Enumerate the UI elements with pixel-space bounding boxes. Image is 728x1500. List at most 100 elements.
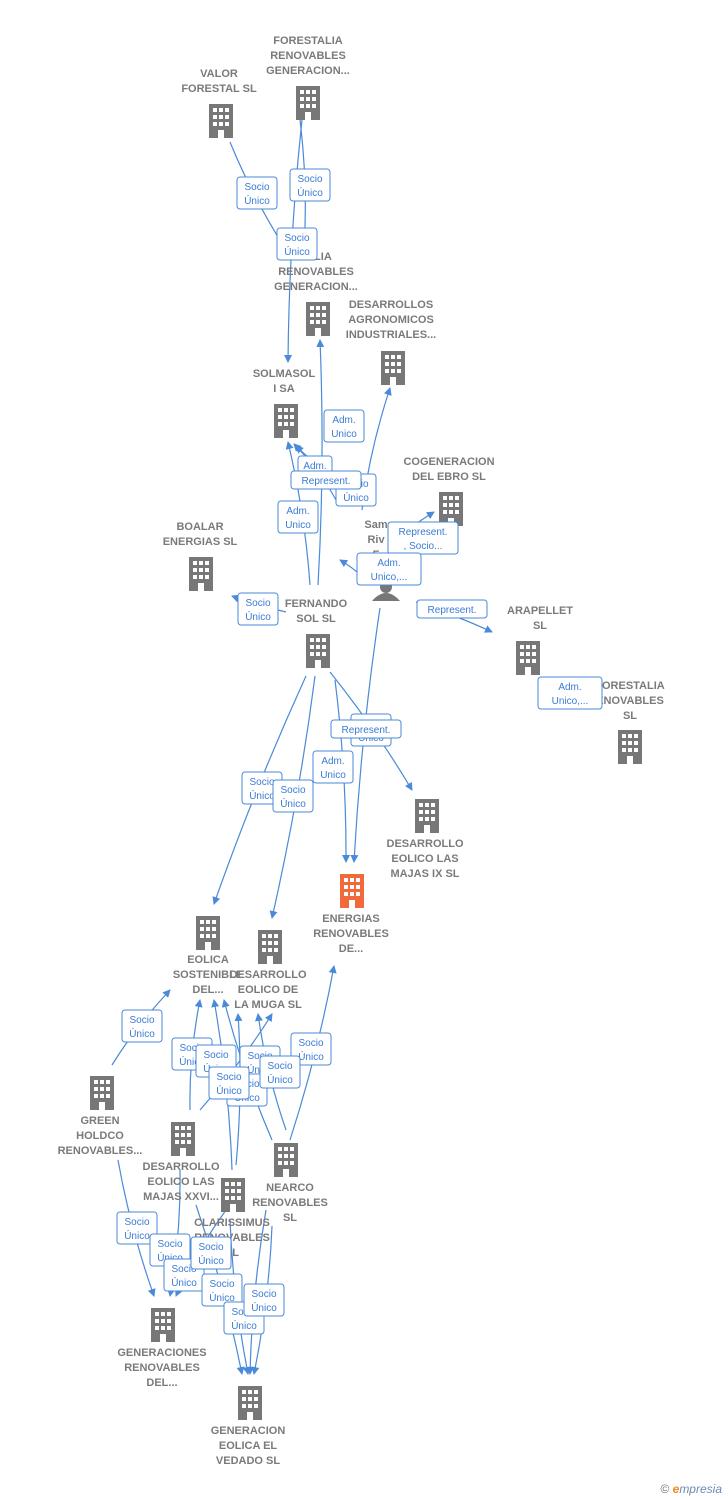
edge-label-box[interactable] <box>208 1066 250 1100</box>
brand-logo-name: mpresia <box>679 1482 722 1496</box>
edge-label-text: Único <box>343 491 369 504</box>
node-label: ENOVABLES <box>596 695 664 707</box>
building-icon <box>196 916 220 950</box>
edge-desarrollo_majas_xxvi-to-desarrollo_muga <box>199 1013 273 1111</box>
edge-label-box[interactable] <box>289 168 331 202</box>
edge-label-text: Único <box>267 1073 293 1086</box>
node-eolica_sostenible[interactable]: EOLICASOSTENIBLEDEL... <box>173 916 243 996</box>
edge-label-box[interactable] <box>323 409 365 443</box>
node-label: LA MUGA SL <box>234 999 302 1011</box>
edge-label-box[interactable] <box>190 1236 232 1270</box>
node-label: EOLICA <box>187 954 229 966</box>
edge-label-box[interactable] <box>237 592 279 626</box>
node-label: EOLICO LAS <box>391 853 458 865</box>
nodes-layer: FORESTALIARENOVABLESGENERACION...VALORFO… <box>58 35 665 1467</box>
node-label: DEL EBRO SL <box>412 471 486 483</box>
edge-label-box[interactable] <box>236 176 278 210</box>
node-label: NEARCO <box>266 1182 314 1194</box>
edge-label-box[interactable] <box>537 676 603 710</box>
edge-label-box[interactable] <box>121 1009 163 1043</box>
edge-label-box[interactable] <box>243 1283 285 1317</box>
edge-label-box[interactable] <box>276 227 318 261</box>
node-forestalia_gen_top[interactable]: FORESTALIARENOVABLESGENERACION... <box>266 35 350 120</box>
edge-label-box[interactable] <box>330 719 402 739</box>
node-green_holdco[interactable]: GREENHOLDCORENOVABLES... <box>58 1076 143 1157</box>
edge-label-12[interactable]: Adm.Unico,... <box>537 676 603 710</box>
edge-label-text: Único <box>244 194 270 207</box>
edge-label-box[interactable] <box>356 552 422 586</box>
edge-label-text: Socio <box>179 1043 204 1054</box>
edge-label-text: Socio <box>157 1239 182 1250</box>
edge-label-14[interactable]: Represent. <box>330 719 402 739</box>
edge-label-text: Único <box>298 1050 324 1063</box>
edge-label-text: Único <box>216 1084 242 1097</box>
building-icon <box>306 302 330 336</box>
edge-label-text: Socio <box>198 1242 223 1253</box>
edge-label-15[interactable]: Adm.Unico <box>312 750 354 784</box>
focus-building-icon <box>340 874 364 908</box>
node-forestalia_gen_mid[interactable]: TALIARENOVABLESGENERACION... <box>274 251 358 336</box>
node-label: RENOVABLES... <box>58 1145 143 1157</box>
edge-label-box[interactable] <box>290 470 362 490</box>
edge-label-8[interactable]: Represent., Socio... <box>387 521 459 555</box>
edge-label-box[interactable] <box>116 1211 158 1245</box>
edge-label-6[interactable]: Represent. <box>290 470 362 490</box>
edge-label-text: Socio <box>251 1289 276 1300</box>
node-label: SOSTENIBLE <box>173 969 243 981</box>
building-icon <box>306 634 330 668</box>
building-icon <box>296 86 320 120</box>
node-desarrollos_agronomicos[interactable]: DESARROLLOSAGRONOMICOSINDUSTRIALES... <box>346 299 436 385</box>
edge-label-box[interactable] <box>387 521 459 555</box>
edge-label-text: Único <box>284 245 310 258</box>
edge-label-text: Único <box>251 1301 277 1314</box>
edge-label-box[interactable] <box>272 779 314 813</box>
edge-label-box[interactable] <box>312 750 354 784</box>
node-energias_renovables[interactable]: ENERGIASRENOVABLESDE... <box>313 874 389 955</box>
edge-label-box[interactable] <box>290 1032 332 1066</box>
edge-label-9[interactable]: Adm.Unico,... <box>356 552 422 586</box>
node-label: BOALAR <box>176 521 223 533</box>
edge-label-3[interactable]: Adm.Unico <box>323 409 365 443</box>
edge-label-box[interactable] <box>277 500 319 534</box>
node-generaciones_renovables[interactable]: GENERACIONESRENOVABLESDEL... <box>117 1308 207 1389</box>
building-icon <box>274 404 298 438</box>
edge-label-text: Socio <box>298 1038 323 1049</box>
edge-label-text: Represent. <box>399 527 448 538</box>
edge-label-box[interactable] <box>259 1055 301 1089</box>
brand-logo-e: e <box>672 1482 680 1496</box>
node-label: FORESTAL SL <box>181 83 257 95</box>
edge-label-box[interactable] <box>201 1273 243 1307</box>
node-label: DESARROLLO <box>387 838 464 850</box>
edge-label-box[interactable] <box>416 599 488 619</box>
edge-label-7[interactable]: Adm.Unico <box>277 500 319 534</box>
edge-label-11[interactable]: Represent. <box>416 599 488 619</box>
